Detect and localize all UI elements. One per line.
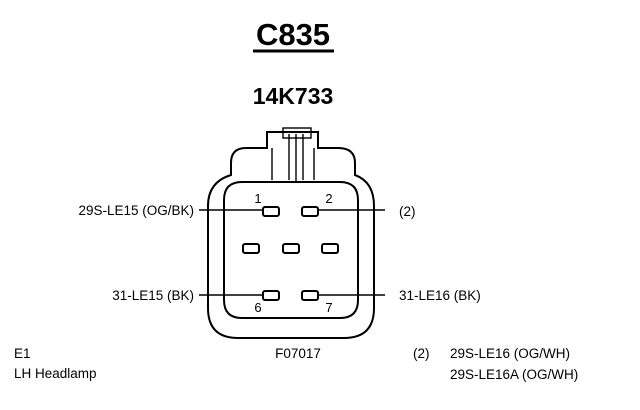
pin-6-terminal	[262, 290, 280, 301]
pin-1-terminal	[262, 206, 280, 217]
connector-id-title: C835	[256, 17, 330, 52]
part-number: 14K733	[253, 83, 334, 109]
pin-6-number: 6	[254, 300, 261, 315]
wire-label-pin-7: 31-LE16 (BK)	[399, 288, 481, 303]
pin-1-number: 1	[254, 191, 261, 206]
note-line-2: 29S-LE16A (OG/WH)	[450, 367, 578, 382]
wire-label-pin-1: 29S-LE15 (OG/BK)	[78, 203, 194, 218]
figure-id: F07017	[275, 346, 321, 361]
pin-5-terminal	[321, 243, 339, 254]
pin-4-terminal	[282, 243, 300, 254]
lock-tab	[271, 127, 315, 182]
location-name: LH Headlamp	[14, 366, 97, 381]
wire-label-pin-6: 31-LE15 (BK)	[112, 288, 194, 303]
location-code: E1	[14, 346, 31, 361]
note-reference: (2)	[413, 346, 430, 361]
wire-label-pin-2: (2)	[399, 204, 416, 219]
pin-2-terminal	[301, 206, 319, 217]
note-line-1: 29S-LE16 (OG/WH)	[450, 346, 570, 361]
connector-outer-housing	[207, 131, 375, 339]
pin-7-terminal	[301, 290, 319, 301]
pin-2-number: 2	[325, 191, 332, 206]
pin-3-terminal	[242, 243, 260, 254]
connector-body	[207, 127, 375, 339]
pin-7-number: 7	[325, 300, 332, 315]
connector-inner-cavity	[223, 181, 359, 319]
